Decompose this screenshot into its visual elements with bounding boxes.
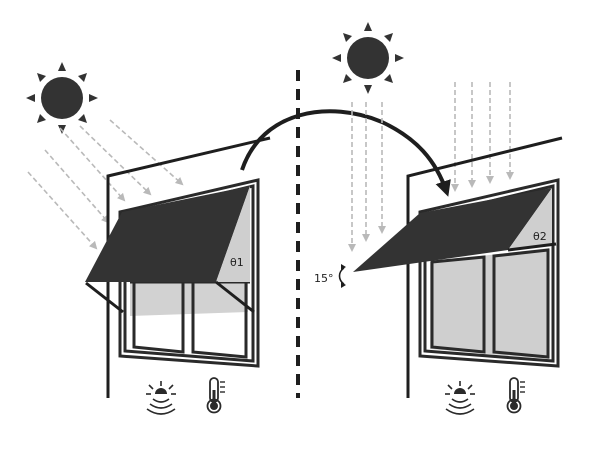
window-glass-shaded [430,248,549,359]
angle-label-right: θ2 [533,230,547,243]
awning-left [85,186,255,314]
light-sensor-icon [445,381,475,415]
curved-arrow-icon [240,109,451,197]
left-scene: θ1 [26,62,271,415]
sun-rays-right [348,82,514,252]
awning-side-shade-right [508,188,552,250]
right-scene: θ2 15° [314,22,563,415]
thermometer-icon [506,377,525,414]
sun-icon [26,62,98,134]
light-sensor-icon [146,381,176,415]
thermometer-icon [206,377,225,414]
building-wall-left [106,136,271,398]
angle-label-left: θ1 [230,256,244,269]
window-glass-shaded [130,282,248,316]
rotation-arrow-icon [338,264,346,288]
building-wall-right [406,136,563,398]
tilt-change-label: 15° [314,272,334,285]
awning-side-shade-left [216,186,250,282]
awning-right [353,188,557,272]
sun-icon [332,22,404,94]
sun-rays-left [27,119,184,250]
